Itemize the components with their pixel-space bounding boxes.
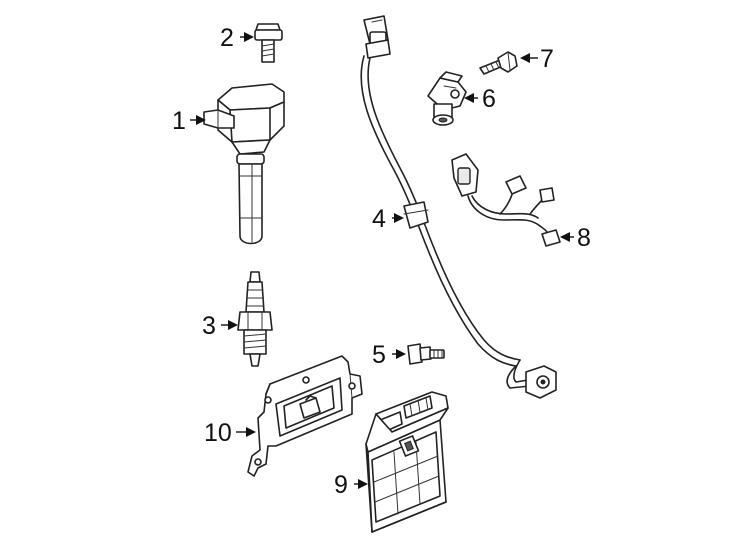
callout-1: 1	[172, 107, 186, 135]
callout-10: 10	[204, 419, 232, 447]
spark-plug	[237, 271, 273, 367]
callout-3: 3	[202, 312, 216, 340]
callout-leaders	[190, 32, 574, 489]
callout-4: 4	[372, 205, 386, 233]
sensor-bolt	[479, 51, 518, 75]
position-sensor	[427, 71, 467, 126]
coil-bolt	[254, 23, 283, 63]
callout-6: 6	[482, 85, 496, 113]
ignition-coil	[203, 83, 285, 245]
sensor-sub-harness	[451, 153, 561, 247]
callout-8: 8	[577, 224, 591, 252]
wiring-harness	[360, 15, 557, 399]
harness-bolt	[407, 343, 445, 365]
callout-5: 5	[372, 341, 386, 369]
ecm-bracket	[247, 355, 363, 477]
callout-7: 7	[540, 45, 554, 73]
callout-2: 2	[220, 24, 234, 52]
callout-labels: 1 2 3 4 5 6 7 8 9 10	[172, 24, 591, 499]
callout-9: 9	[334, 471, 348, 499]
engine-control-module	[365, 391, 449, 533]
